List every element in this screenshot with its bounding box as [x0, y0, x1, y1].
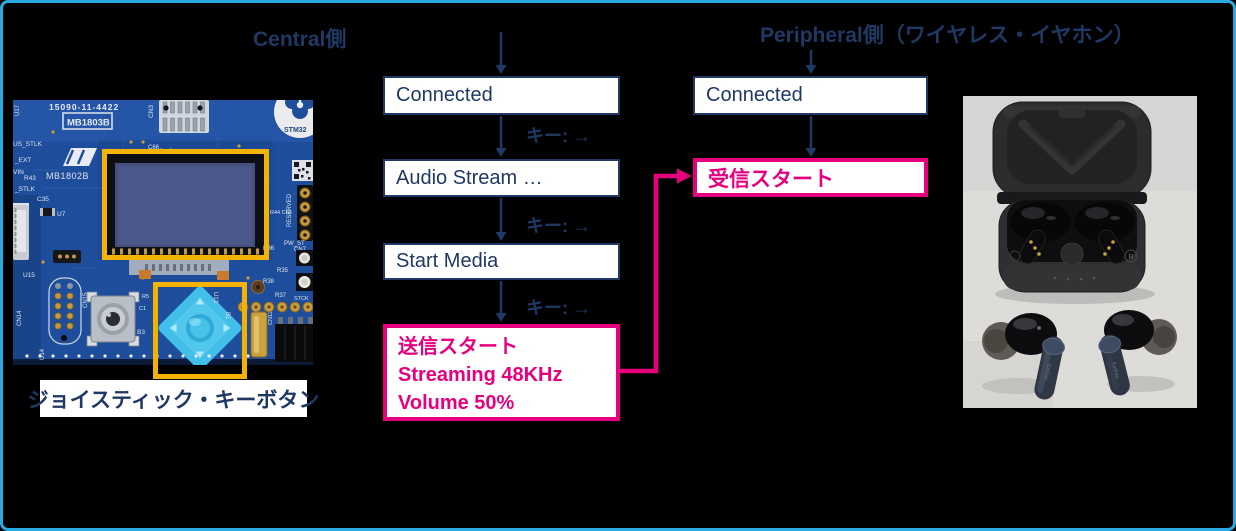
silkscreen-u15: U15 — [23, 272, 35, 279]
oled-display: C66 C67 — [106, 145, 265, 280]
led-2 — [296, 273, 313, 291]
led-1 — [296, 250, 313, 266]
key-right-label-1: キー: → — [526, 126, 591, 146]
central-connected-box: Connected — [383, 76, 620, 115]
central-audio-stream-label: Audio Stream … — [396, 166, 543, 189]
silkscreen-reserved: RESERVED — [287, 193, 293, 227]
silkscreen-r37: R37 — [275, 293, 287, 299]
send-start-line2: Streaming 48KHz — [398, 364, 563, 386]
metal-joystick — [86, 291, 140, 347]
right-earbud: EarFun — [1098, 310, 1177, 396]
case-body: R — [998, 199, 1146, 293]
silkscreen-u17: U17 — [15, 104, 21, 116]
case-lid — [992, 101, 1152, 199]
case-r-mark: R — [1129, 254, 1134, 261]
silkscreen-b1: B1 — [224, 312, 230, 320]
cn3-pin-header: CN3 — [148, 100, 209, 133]
key-right-label-2: キー: → — [526, 216, 591, 236]
stm32-board-photo: 15090-11-4422 MB1803B U17 CN3 — [13, 86, 326, 370]
silkscreen-r5: R5 — [142, 294, 149, 300]
silkscreen-ext: _EXT — [14, 157, 31, 164]
key-right-label-3: キー: → — [526, 298, 591, 318]
qr-sticker — [292, 160, 313, 181]
peripheral-receive-start-box: 受信スタート — [693, 158, 928, 197]
silkscreen-cn12: CN12 — [268, 311, 274, 325]
silkscreen-r44c69: R44 C69 — [270, 210, 292, 216]
central-connected-label: Connected — [396, 84, 493, 106]
joystick-key-button — [158, 286, 242, 370]
reserved-header: RESERVED — [287, 185, 313, 241]
charging-contacts — [1029, 240, 1115, 256]
silkscreen-r35: R35 — [277, 268, 289, 274]
silkscreen-vin: VIN — [13, 169, 24, 176]
silkscreen-cn14: CN14 — [17, 310, 23, 326]
silkscreen-cn15: CN15 — [83, 292, 89, 308]
silkscreen-b3: B3 — [137, 329, 145, 336]
silkscreen-r38: R38 — [263, 279, 275, 285]
central-side-header: Central側 — [253, 28, 347, 51]
silkscreen-c1: C1 — [139, 306, 146, 312]
silkscreen-part-no: 15090-11-4422 — [49, 102, 119, 112]
peripheral-connected-box: Connected — [693, 76, 928, 115]
send-start-line1: 送信スタート — [398, 336, 518, 358]
left-earbud: EarFun — [982, 313, 1065, 400]
silkscreen-stlk: _STLK — [14, 186, 36, 193]
silkscreen-c66: C66 — [148, 145, 160, 151]
receive-start-label: 受信スタート — [708, 167, 834, 191]
black-pin-header — [275, 317, 313, 362]
stm32-logo-text: STM32 — [284, 127, 307, 134]
silkscreen-c35: C35 — [37, 196, 49, 203]
peripheral-side-header: Peripheral側（ワイヤレス・イヤホン） — [760, 24, 1135, 47]
pink-connector-arrow — [620, 168, 692, 374]
silkscreen-stck: STCK — [294, 296, 309, 302]
silkscreen-cn3: CN3 — [148, 105, 155, 118]
silkscreen-u14: U14 — [40, 348, 46, 360]
peripheral-connected-label: Connected — [706, 84, 803, 106]
joystick-highlight-rect — [153, 282, 247, 379]
pad-cluster — [48, 277, 82, 345]
board-caption-text: ジョイスティック・キーボタン — [27, 388, 320, 412]
oled-highlight-rect — [102, 149, 269, 260]
send-start-line3: Volume 50% — [398, 392, 515, 414]
silkscreen-u13: U13 — [212, 292, 218, 304]
silkscreen-board1: MB1803B — [67, 118, 110, 129]
earbuds-art: R EarFun — [963, 96, 1197, 408]
earbuds-photo: R EarFun — [963, 96, 1197, 408]
left-silkscreen-labels: US_STLK _EXT VIN R43 _STLK C35 U7 — [13, 141, 66, 218]
left-earbud-brand: EarFun — [1042, 363, 1051, 381]
central-send-start-box: 送信スタート Streaming 48KHz Volume 50% — [383, 324, 620, 421]
silkscreen-us-stlk: US_STLK — [13, 141, 43, 148]
zif-connector — [13, 203, 29, 260]
central-audio-stream-box: Audio Stream … — [383, 159, 620, 197]
stm32-board-art: 15090-11-4422 MB1803B U17 CN3 — [13, 86, 326, 370]
board-caption: ジョイスティック・キーボタン — [28, 380, 319, 417]
central-start-media-box: Start Media — [383, 243, 620, 280]
central-start-media-label: Start Media — [396, 250, 499, 272]
silkscreen-pwst: PW_ST — [284, 241, 305, 247]
silkscreen-board2: MB1802B — [46, 171, 89, 181]
silkscreen-u7: U7 — [57, 211, 66, 218]
right-earbud-brand: EarFun — [1110, 362, 1120, 380]
st-logo — [63, 148, 97, 166]
silkscreen-r43: R43 — [24, 175, 36, 182]
